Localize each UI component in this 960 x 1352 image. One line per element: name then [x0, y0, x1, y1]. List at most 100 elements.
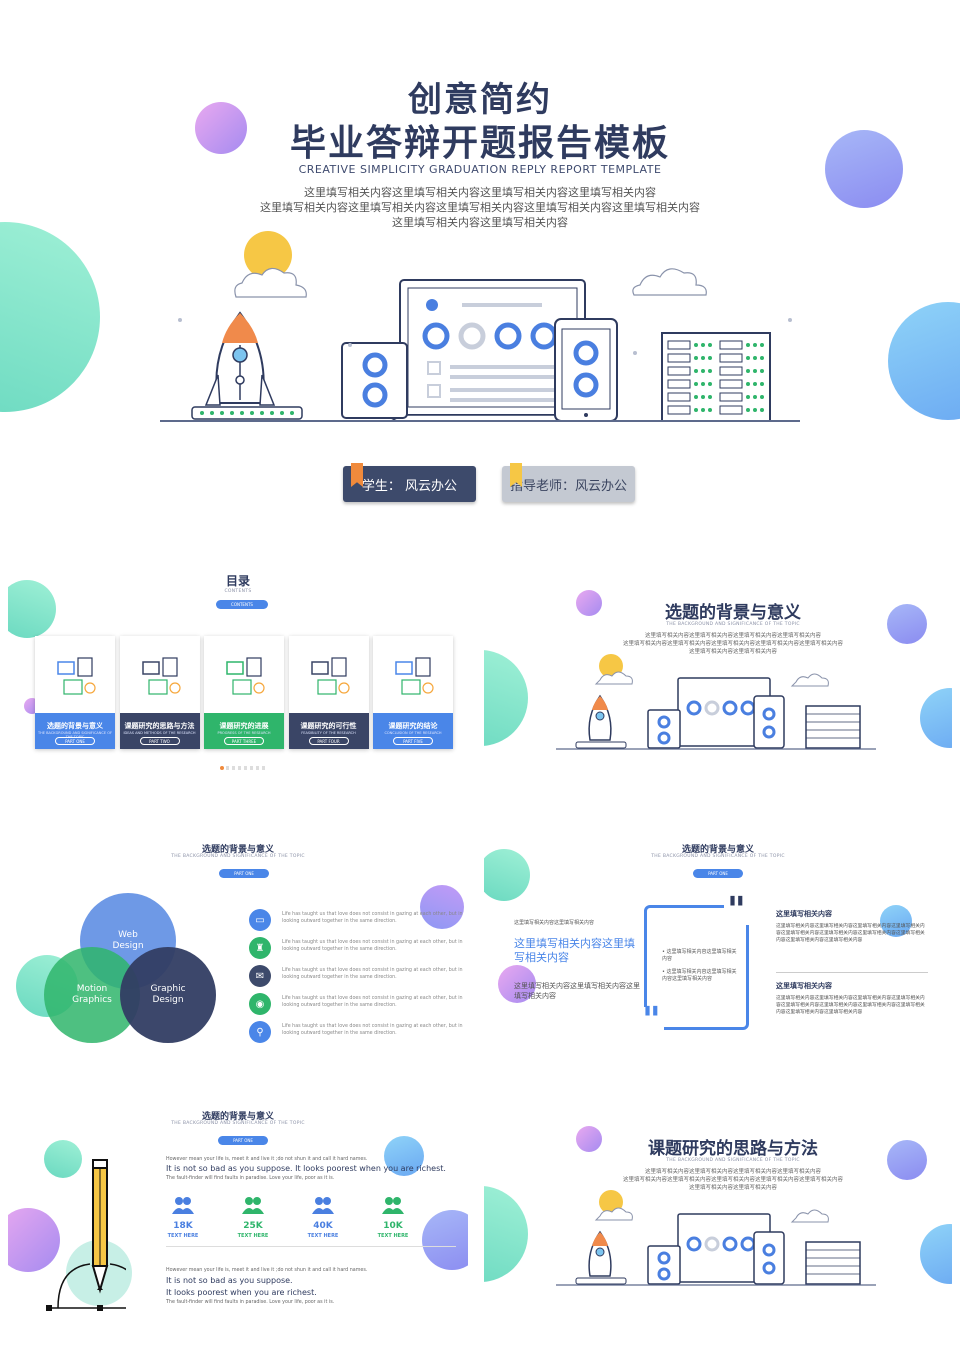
lightbulb-icon: ⚲: [249, 1021, 271, 1043]
venn-slide: 选题的背景与意义 THE BACKGROUND AND SIGNIFICANCE…: [8, 835, 468, 1055]
student-button[interactable]: 学生： 风云办公: [343, 463, 476, 502]
hero-title-line2: 毕业答辩开题报告模板: [289, 123, 670, 164]
toc-card-part: PART ONE: [55, 737, 95, 745]
stat-label: TEXT HERE: [377, 1233, 409, 1239]
pencil-icon: [46, 1159, 126, 1311]
crowd-icon: [382, 1196, 404, 1214]
toc-title-en: CONTENTS: [224, 589, 252, 594]
slide-title: 选题的背景与意义: [681, 845, 754, 855]
hero-slide: 创意简约 毕业答辩开题报告模板 CREATIVE SIMPLICITY GRAD…: [0, 0, 960, 545]
divider: [776, 972, 928, 973]
slide-title: 选题的背景与意义: [201, 1112, 274, 1122]
slide-title-en: THE BACKGROUND AND SIGNIFICANCE OF THE T…: [666, 622, 800, 627]
deco-circle: [484, 849, 530, 901]
toc-card-part: PART FOUR: [308, 737, 349, 745]
right-heading: 这里填写相关内容: [776, 910, 832, 918]
tech-illustration: [178, 231, 792, 422]
deco-circle: [825, 130, 903, 208]
right-heading: 这里填写相关内容: [776, 982, 832, 990]
toc-card-en: CONCLUSION OF THE RESEARCH: [384, 731, 442, 735]
slide-desc-line: 这里填写相关内容这里填写相关内容: [688, 1185, 777, 1191]
toc-card-title: 课题研究的思路与方法: [124, 722, 195, 730]
feature-row-text: Life has taught us that love does not co…: [282, 968, 463, 980]
bookmark-icon: [351, 463, 363, 487]
feature-row-text: Life has taught us that love does not co…: [282, 940, 463, 952]
phone-icon: [554, 318, 618, 422]
monitor-icon: ▭: [249, 909, 271, 931]
toc-card-title: 选题的背景与意义: [47, 722, 103, 730]
toc-title: 目录: [225, 574, 250, 588]
stats-text-highlight: It is not so bad as you suppose.: [166, 1276, 293, 1285]
deco-circle: [920, 1224, 952, 1284]
left-small-text: 这里填写相关内容这里填写相关内容: [514, 920, 595, 926]
tech-illustration-small: [556, 1190, 876, 1286]
feature-row-text: Life has taught us that love does not co…: [282, 996, 463, 1008]
sun-icon: [244, 231, 292, 279]
stat-label: TEXT HERE: [307, 1233, 339, 1239]
camera-icon: ◉: [249, 993, 271, 1015]
left-big-text: 这里填写相关内容这里填写相关内容: [514, 937, 635, 964]
deco-circle: [195, 102, 247, 154]
slide-title: 选题的背景与意义: [665, 603, 801, 623]
teacher-button[interactable]: 指导老师：风云办公: [502, 463, 635, 502]
deco-circle: [8, 580, 56, 638]
ground-line: [160, 420, 800, 422]
quote-close-icon: ": [724, 893, 749, 929]
toc-card-en: IDEAS AND METHODS OF THE RESEARCH: [123, 731, 196, 735]
stats-text: However mean your life is, meet it and l…: [166, 1157, 368, 1162]
money-person-icon: [312, 1196, 334, 1214]
stat-number: 10K: [383, 1221, 403, 1231]
toc-pill: CONTENTS: [216, 600, 268, 609]
left-below-text: 这里填写相关内容这里填写相关内容这里填写相关内容: [514, 982, 640, 1000]
venn-graphic-design: Graphic Design: [120, 947, 216, 1043]
toc-card-en: PROGRESS OF THE RESEARCH: [217, 731, 271, 735]
hero-desc-line: 这里填写相关内容这里填写相关内容: [392, 216, 568, 229]
tablet-icon: [341, 342, 408, 419]
part-pill: PART ONE: [693, 869, 743, 878]
slide-title-en: THE BACKGROUND AND SIGNIFICANCE OF THE T…: [171, 854, 305, 859]
part-pill: PART ONE: [219, 869, 269, 878]
hero-title-line1: 创意简约: [408, 80, 552, 120]
stats-text-highlight: It is not so bad as you suppose. It look…: [166, 1164, 446, 1173]
quote-open-icon: ": [639, 1003, 664, 1039]
slide-title-en: THE BACKGROUND AND SIGNIFICANCE OF THE T…: [171, 1121, 305, 1126]
trophy-icon: ♜: [249, 937, 271, 959]
hero-desc-line: 这里填写相关内容这里填写相关内容这里填写相关内容这里填写相关内容: [304, 186, 656, 199]
server-rack-icon: [661, 332, 771, 422]
toc-card-icon: [57, 657, 96, 695]
deco-circle: [920, 688, 952, 748]
slide-title-en: THE BACKGROUND AND SIGNIFICANCE OF THE T…: [666, 1158, 800, 1163]
pagination-dots[interactable]: [220, 766, 270, 770]
stats-text: The fault-finder will find faults in par…: [166, 1176, 335, 1181]
rocket-icon: [191, 311, 303, 420]
deco-circle: [888, 302, 960, 420]
deco-circle: [8, 1208, 60, 1272]
slide-desc-line: 这里填写相关内容这里填写相关内容: [688, 649, 777, 655]
hero-subtitle: CREATIVE SIMPLICITY GRADUATION REPLY REP…: [298, 163, 662, 176]
deco-circle: [576, 1126, 602, 1152]
stat-label: TEXT HERE: [167, 1233, 199, 1239]
deco-circle: [887, 604, 927, 644]
right-paragraph: 这里填写相关内容这里填写相关内容这里填写相关内容这里填写相关内容这里填写相关内容…: [776, 996, 925, 1015]
bookmark-icon: [510, 463, 522, 487]
part-pill: PART ONE: [218, 1136, 268, 1145]
deco-circle: [0, 222, 100, 412]
stats-slide: 选题的背景与意义 THE BACKGROUND AND SIGNIFICANCE…: [8, 1100, 468, 1320]
quote-slide: 选题的背景与意义 THE BACKGROUND AND SIGNIFICANCE…: [484, 835, 952, 1055]
people-icon: [172, 1196, 194, 1214]
deco-circle: [880, 905, 912, 937]
stat-number: 40K: [313, 1221, 333, 1231]
right-paragraph: 这里填写相关内容这里填写相关内容这里填写相关内容这里填写相关内容这里填写相关内容…: [776, 924, 925, 943]
toc-card-title: 课题研究的进展: [219, 722, 269, 730]
